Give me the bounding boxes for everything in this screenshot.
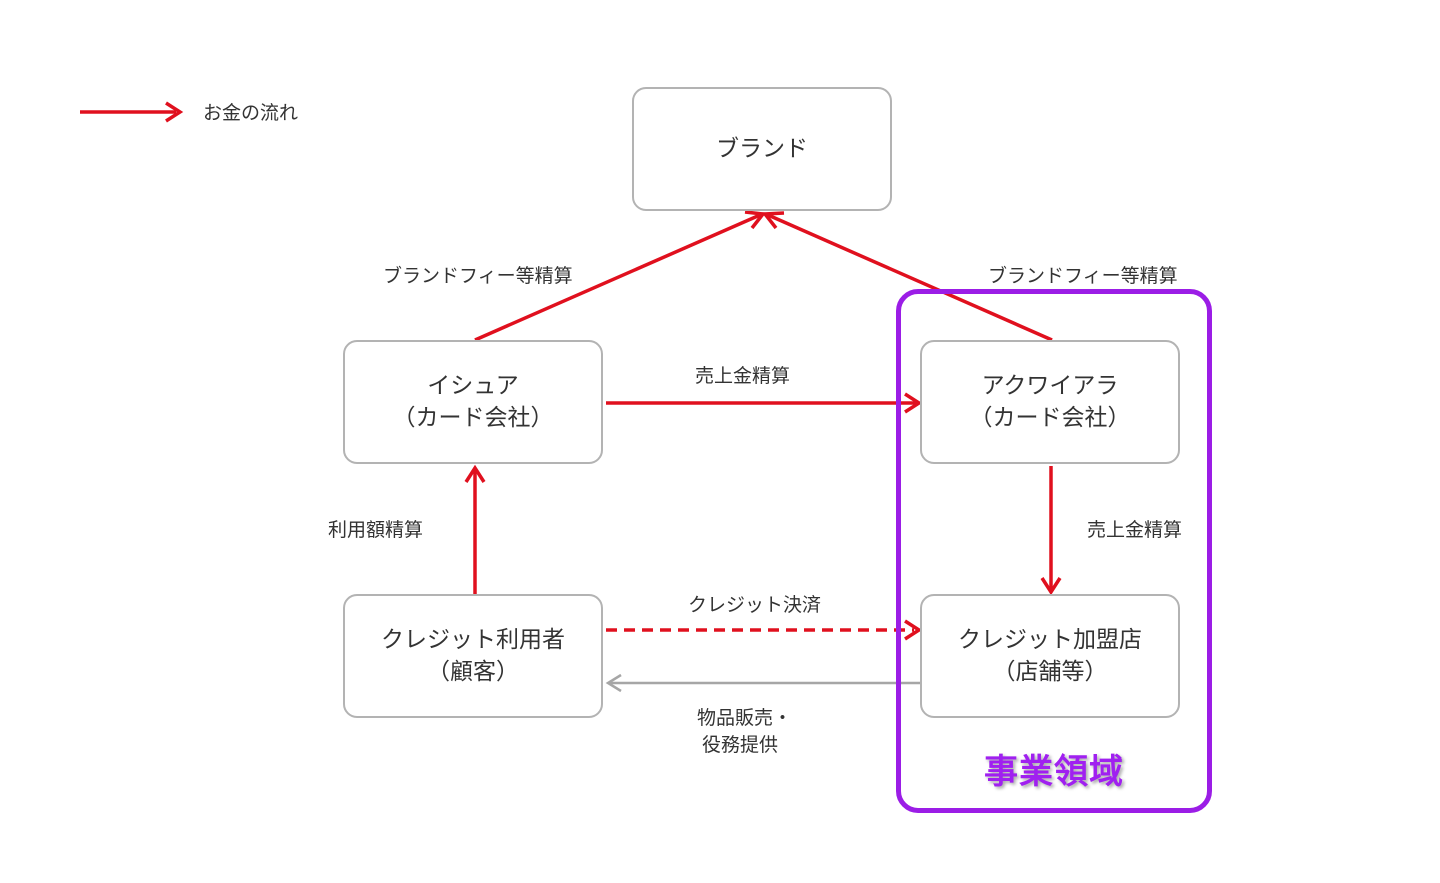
arrow-user-to-merchant-dashed [606, 619, 923, 641]
label-goods-sale: 物品販売・ [697, 707, 793, 729]
label-credit-payment: クレジット決済 [688, 594, 822, 616]
node-merchant-sub: （店舗等） [992, 659, 1108, 685]
business-region-label: 事業領域 [984, 752, 1124, 792]
node-credit-user: クレジット利用者 （顧客） [343, 594, 603, 718]
arrow-merchant-to-user [605, 673, 920, 693]
arrow-acquirer-to-brand [761, 211, 1053, 342]
label-acquirer-merchant-settlement: 売上金精算 [1087, 519, 1183, 541]
node-merchant-name: クレジット加盟店 [958, 627, 1142, 653]
node-issuer: イシュア （カード会社） [343, 340, 603, 464]
node-acquirer: アクワイアラ （カード会社） [920, 340, 1180, 464]
label-usage-settlement: 利用額精算 [328, 519, 424, 541]
node-brand: ブランド [632, 87, 892, 211]
node-credit-user-name: クレジット利用者 [381, 627, 565, 653]
node-issuer-sub: （カード会社） [392, 405, 554, 431]
label-issuer-acquirer-settlement: 売上金精算 [695, 365, 791, 387]
node-merchant: クレジット加盟店 （店舗等） [920, 594, 1180, 718]
arrow-issuer-to-acquirer [606, 392, 923, 414]
label-issuer-brand-fee: ブランドフィー等精算 [383, 265, 573, 287]
label-service-provision: 役務提供 [702, 734, 779, 756]
arrow-user-to-issuer [464, 464, 486, 594]
business-region-box [896, 289, 1212, 813]
node-issuer-name: イシュア [427, 373, 519, 399]
node-brand-label: ブランド [716, 136, 808, 162]
label-acquirer-brand-fee: ブランドフィー等精算 [988, 265, 1178, 287]
node-credit-user-sub: （顧客） [427, 659, 519, 685]
legend-arrow [80, 101, 184, 123]
node-acquirer-name: アクワイアラ [981, 373, 1119, 399]
node-acquirer-sub: （カード会社） [969, 405, 1131, 431]
legend-label: お金の流れ [203, 102, 299, 124]
arrow-acquirer-to-merchant [1040, 466, 1062, 596]
